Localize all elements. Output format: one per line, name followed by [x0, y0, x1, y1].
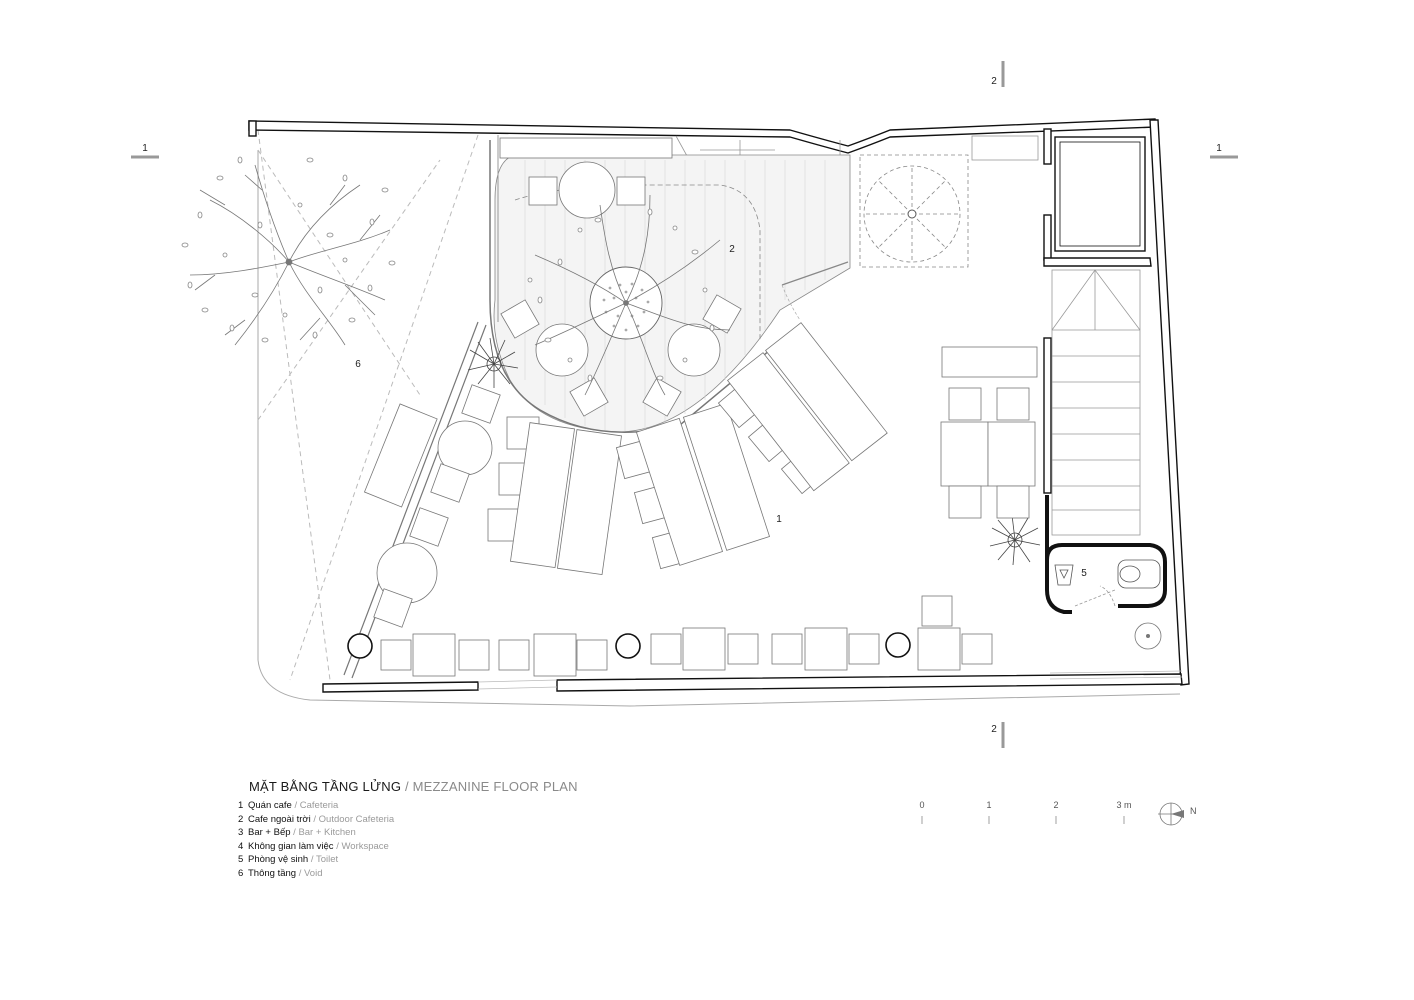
north-label: N: [1190, 806, 1197, 816]
plant-icon: [467, 337, 519, 388]
room-label-5: 5: [1081, 568, 1087, 579]
legend-number: 4: [238, 840, 244, 852]
plan-title-separator: /: [401, 779, 413, 794]
deck-furniture: [499, 137, 742, 417]
glass-door: [781, 261, 849, 286]
legend-separator: /: [291, 800, 300, 811]
room-label-1: 1: [776, 514, 782, 525]
legend-label-en: Void: [304, 867, 323, 879]
section-markers: 1 1 2 2: [131, 61, 1238, 748]
legend-label-en: Workspace: [341, 840, 389, 852]
deck-tree-icon: [527, 194, 731, 396]
scale-tick-label-3: 3 m: [1116, 800, 1131, 810]
window-sills: [477, 670, 1183, 690]
legend-separator: /: [290, 827, 299, 839]
legend-label-en: Toilet: [315, 854, 339, 866]
spiral-stair-core: [907, 209, 917, 219]
toilet-door-swing: [1074, 585, 1116, 607]
legend-label-vi: Thông tầng: [248, 867, 297, 879]
columns: [347, 632, 911, 659]
site-boundary: [257, 150, 1181, 707]
legend-number: 2: [238, 813, 244, 825]
room-label-2: 2: [729, 244, 735, 255]
north-arrow-icon: N: [1158, 802, 1197, 826]
plan-title-english: MEZZANINE FLOOR PLAN: [412, 779, 578, 794]
top-counter: [971, 135, 1039, 161]
section-marker-top-label: 2: [991, 76, 997, 87]
legend-number: 1: [238, 800, 244, 811]
cafe-furniture: [363, 322, 1038, 677]
diagonal-wall: [343, 321, 487, 679]
legend-label-vi: Quán cafe: [248, 800, 292, 811]
section-marker-bottom-label: 2: [991, 724, 997, 735]
scale-tick-label-2: 2: [1053, 800, 1058, 810]
legend-label-en: Bar + Kitchen: [298, 827, 356, 839]
legend-label-vi: Bar + Bếp: [248, 827, 291, 839]
legend-label-en: Cafeteria: [299, 800, 339, 811]
legend-item: 5 Phòng vệ sinh / Toilet: [238, 853, 394, 867]
legend-number: 3: [238, 827, 244, 839]
scale-bar: 0 1 2 3 m: [919, 800, 1132, 824]
plant-icon-2: [989, 514, 1041, 566]
legend-label-vi: Không gian làm việc: [248, 840, 334, 852]
urinal-bowl: [1059, 569, 1069, 579]
scale-tick-label-1: 1: [986, 800, 991, 810]
legend-item: 1 Quán cafe / Cafeteria: [238, 799, 394, 813]
legend: 1 Quán cafe / Cafeteria 2 Cafe ngoài trời …: [238, 799, 394, 881]
void-area: [257, 129, 479, 681]
legend-separator: /: [308, 854, 316, 866]
legend-label-en: Outdoor Cafeteria: [318, 813, 395, 825]
legend-item: 4 Không gian làm việc / Workspace: [238, 840, 394, 854]
legend-label-vi: Cafe ngoài trời: [248, 813, 311, 825]
main-staircase: [1051, 269, 1141, 536]
deck-dashed-edge: [514, 184, 761, 340]
toilet-fixture: [1117, 559, 1161, 589]
legend-label-vi: Phòng vệ sinh: [248, 854, 309, 866]
exterior-walls: [248, 118, 1190, 693]
toilet-room-partition: [1045, 543, 1167, 608]
legend-item: 3 Bar + Bếp / Bar + Kitchen: [238, 826, 394, 840]
scale-tick-label-0: 0: [919, 800, 924, 810]
plan-title: MẶT BẰNG TẦNG LỬNG / MEZZANINE FLOOR PLA…: [249, 779, 578, 794]
spiral-staircase: [859, 154, 969, 268]
toilet-room-wall: [1045, 495, 1072, 614]
section-marker-left-label: 1: [142, 143, 148, 154]
legend-separator: /: [333, 840, 342, 852]
legend-number: 5: [238, 854, 244, 866]
legend-number: 6: [238, 867, 244, 879]
section-marker-right-label: 1: [1216, 143, 1222, 154]
tree-icon: [181, 156, 396, 346]
room-label-6: 6: [355, 359, 361, 370]
legend-item: 6 Thông tầng / Void: [238, 867, 394, 881]
shaft-box: [1054, 136, 1146, 252]
legend-separator: /: [310, 813, 319, 825]
legend-item: 2 Cafe ngoài trời / Outdoor Cafeteria: [238, 813, 394, 827]
legend-separator: /: [296, 867, 304, 879]
urinal-fixture: [1054, 564, 1074, 586]
plan-title-vietnamese: MẶT BẰNG TẦNG LỬNG: [249, 779, 402, 794]
